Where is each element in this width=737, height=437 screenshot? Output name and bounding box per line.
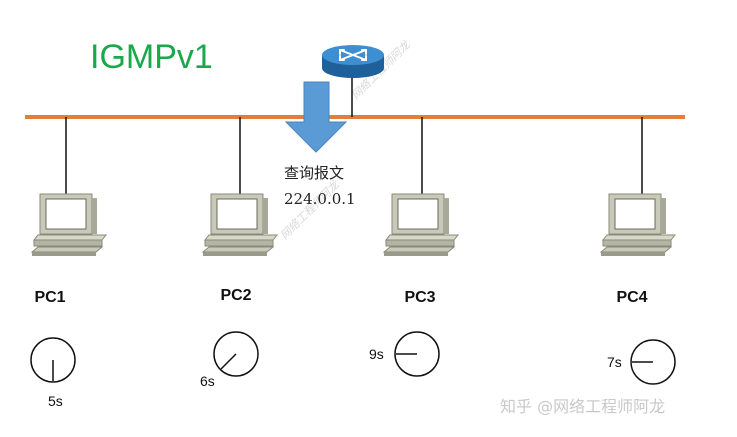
host-pc2: PC2 6s	[200, 117, 279, 389]
timer-value: 7s	[607, 354, 622, 370]
host-pc1: PC1 5s	[30, 117, 108, 409]
router-icon	[322, 45, 384, 117]
host-label: PC4	[616, 289, 647, 306]
diagram-title: IGMPv1	[90, 38, 213, 76]
timer-clock-icon	[30, 337, 76, 383]
computer-icon	[599, 193, 677, 256]
computer-icon	[30, 193, 108, 256]
computer-icon	[201, 193, 279, 256]
query-address: 224.0.0.1	[284, 190, 356, 208]
timer-value: 9s	[369, 346, 384, 362]
timer-value: 5s	[48, 393, 63, 409]
host-label: PC3	[404, 289, 435, 306]
host-label: PC2	[220, 287, 251, 304]
timer-clock-icon	[630, 339, 676, 385]
watermark-text: 网络工程师阿龙	[278, 177, 343, 242]
computer-icon	[382, 193, 460, 256]
timer-clock-icon	[213, 331, 259, 377]
footer-watermark: 知乎 @网络工程师阿龙	[500, 397, 665, 416]
host-label: PC1	[34, 289, 65, 306]
host-pc4: PC4 7s	[599, 117, 677, 385]
host-pc3: PC3 9s	[369, 117, 460, 377]
query-arrow-icon	[284, 81, 348, 153]
timer-value: 6s	[200, 373, 215, 389]
timer-clock-icon	[394, 331, 440, 377]
query-label: 查询报文	[284, 164, 344, 182]
